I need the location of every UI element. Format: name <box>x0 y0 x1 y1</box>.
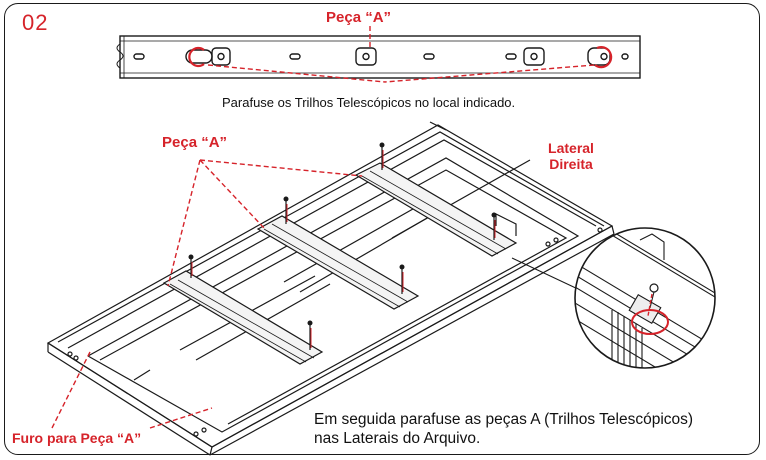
part-label-top: Peça “A” <box>326 9 392 26</box>
screw-point-markers-top <box>188 46 613 69</box>
side-label-line1: Lateral <box>548 140 594 156</box>
detail-connector <box>511 257 581 291</box>
hole-label: Furo para Peça “A” <box>12 430 142 446</box>
screw-icon <box>491 212 497 218</box>
screw-icon <box>649 283 659 293</box>
leader-lines-top <box>207 26 595 83</box>
instruction-bottom: Em seguida parafuse as peças A (Trilhos … <box>314 410 754 448</box>
screw-icon <box>188 254 194 260</box>
part-label-mid: Peça “A” <box>162 134 228 151</box>
leader-lines-mid <box>167 159 363 287</box>
screw-icon-group <box>188 142 497 350</box>
instruction-top: Parafuse os Trilhos Telescópicos no loca… <box>222 95 516 110</box>
screw-icon <box>307 320 313 326</box>
screw-icon <box>283 196 289 202</box>
step-number: 02 <box>22 10 49 35</box>
instruction-bottom-line1: Em seguida parafuse as peças A (Trilhos … <box>314 411 694 428</box>
magnifier-detail <box>574 227 716 369</box>
instruction-bottom-line2: nas Laterais do Arquivo. <box>314 430 481 447</box>
screw-icon <box>379 142 385 148</box>
telescopic-rails-installed <box>162 162 518 365</box>
leader-line-hole <box>51 351 213 429</box>
side-label: Lateral Direita <box>540 140 602 172</box>
screw-icon <box>399 264 405 270</box>
side-label-line2: Direita <box>549 156 593 172</box>
instruction-frame <box>4 3 760 455</box>
cabinet-side-panel <box>46 121 615 456</box>
telescopic-rail-top <box>116 35 641 79</box>
